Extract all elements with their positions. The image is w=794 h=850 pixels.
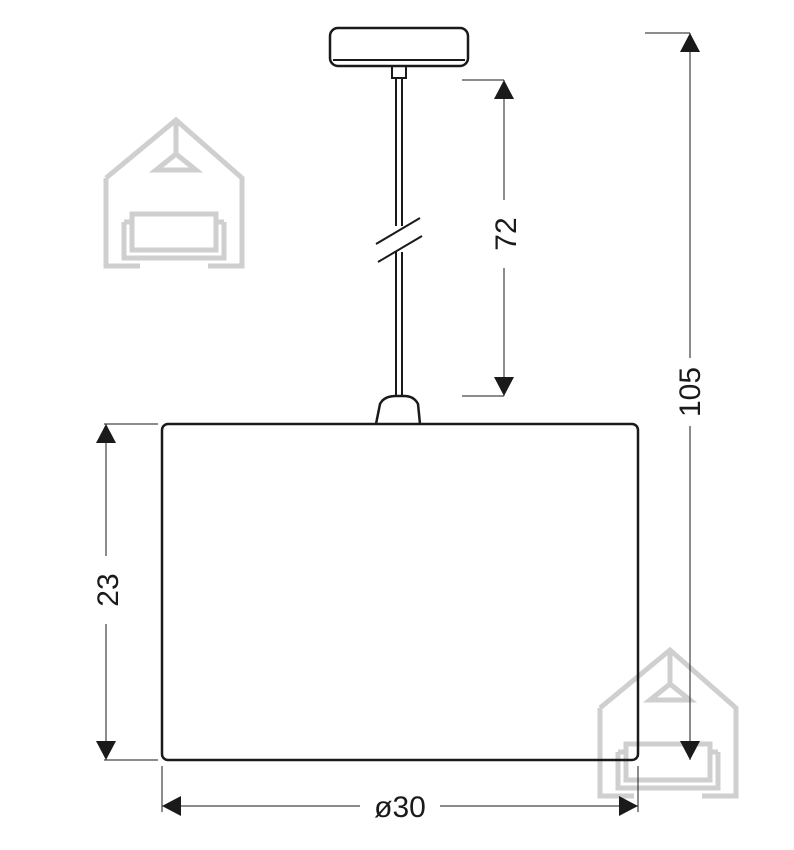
cable-break-mark [375, 217, 423, 263]
lampshade [160, 422, 640, 762]
arrowhead-left [162, 796, 181, 816]
arrowhead-down [494, 377, 514, 396]
arrowhead-down [96, 741, 116, 760]
ceiling-canopy [328, 26, 470, 68]
total-height-label: 105 [674, 367, 707, 417]
lamp-holder [374, 394, 422, 425]
shade-height-label: 23 [92, 573, 125, 606]
arrowhead-up [680, 33, 700, 52]
arrowhead-right [619, 796, 638, 816]
arrowhead-up [494, 80, 514, 99]
shade-diameter-dimension: ø30 [161, 766, 639, 824]
shade-height-dimension: 23 [92, 423, 158, 761]
arrowhead-up [96, 424, 116, 443]
cable-length-label: 72 [490, 217, 523, 250]
total-height-dimension: 105 [645, 32, 707, 760]
shade-diameter-label: ø30 [374, 791, 426, 824]
watermark-house-icon-top [103, 116, 245, 269]
cable-length-dimension: 72 [462, 79, 523, 397]
cable-connector [391, 65, 407, 79]
watermark-house-icon-bottom [597, 646, 739, 799]
arrowhead-down [680, 741, 700, 760]
